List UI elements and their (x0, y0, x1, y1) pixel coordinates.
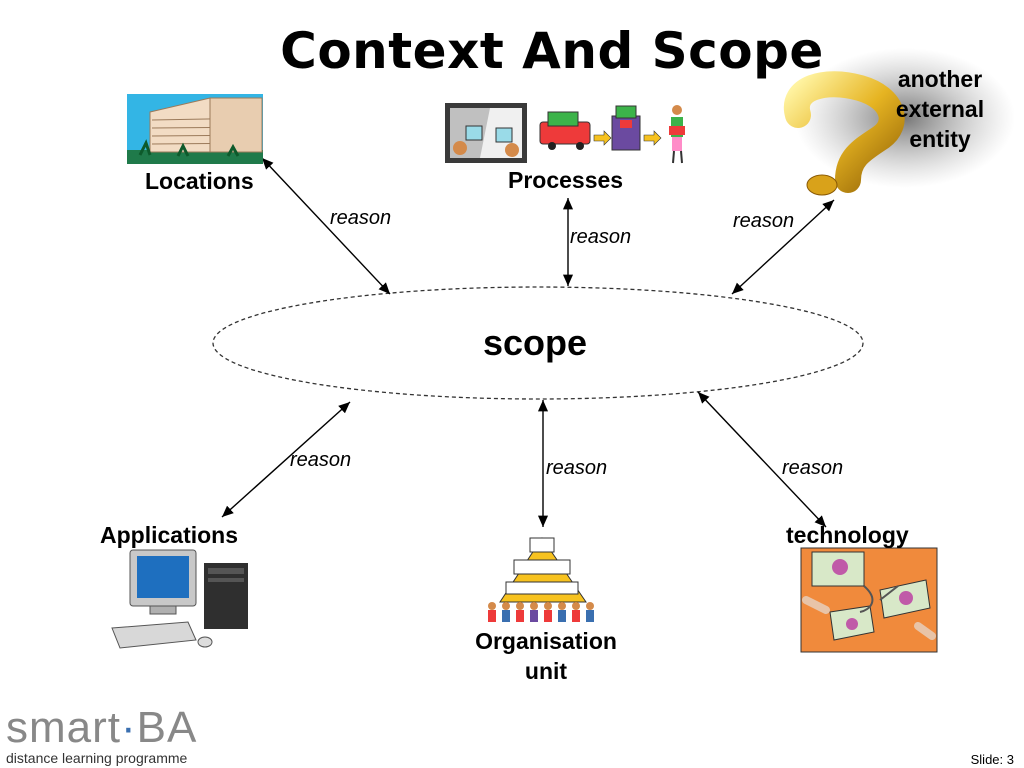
process-workflow-icon (445, 103, 685, 164)
logo-dot: · (121, 703, 137, 752)
arrow-technology (697, 391, 827, 528)
arrow-applications (221, 401, 351, 518)
external-entity-line2: external (895, 96, 985, 122)
building-icon (127, 94, 263, 164)
smartba-logo: smart·BA distance learning programme (6, 706, 197, 767)
question-mark-icon (783, 48, 1015, 196)
node-locations: Locations (145, 168, 254, 194)
arrow-external (731, 199, 835, 295)
scope-ellipse (212, 286, 864, 400)
network-technology-icon (800, 547, 938, 653)
organisation-line2: unit (524, 658, 568, 684)
desktop-computer-icon (111, 549, 248, 649)
node-processes: Processes (508, 167, 624, 193)
edge-label-locations: reason (330, 207, 392, 229)
edge-label-organisation: reason (546, 457, 608, 479)
logo-subtitle: distance learning programme (6, 750, 188, 766)
logo-wordmark: smart·BA (6, 706, 197, 750)
edge-label-technology: reason (782, 457, 844, 479)
external-entity-line3: entity (909, 126, 971, 152)
scope-label: scope (483, 322, 588, 363)
slide-number: Slide: 3 (970, 752, 1014, 767)
logo-ba-text: BA (136, 703, 198, 752)
node-organisation-unit: Organisation unit (460, 626, 632, 686)
organisation-line1: Organisation (475, 628, 617, 654)
slide-title: Context And Scope (280, 22, 824, 80)
logo-smart-text: smart (6, 703, 121, 752)
external-entity-line1: another (897, 66, 983, 92)
edge-label-applications: reason (290, 449, 352, 471)
edge-label-processes: reason (570, 226, 632, 248)
node-technology: technology (786, 522, 909, 548)
organisation-pyramid-icon (488, 537, 594, 622)
edge-label-external: reason (733, 210, 795, 232)
node-applications: Applications (100, 522, 239, 548)
arrow-locations (261, 157, 391, 295)
node-external-entity: another external entity (880, 64, 1000, 154)
